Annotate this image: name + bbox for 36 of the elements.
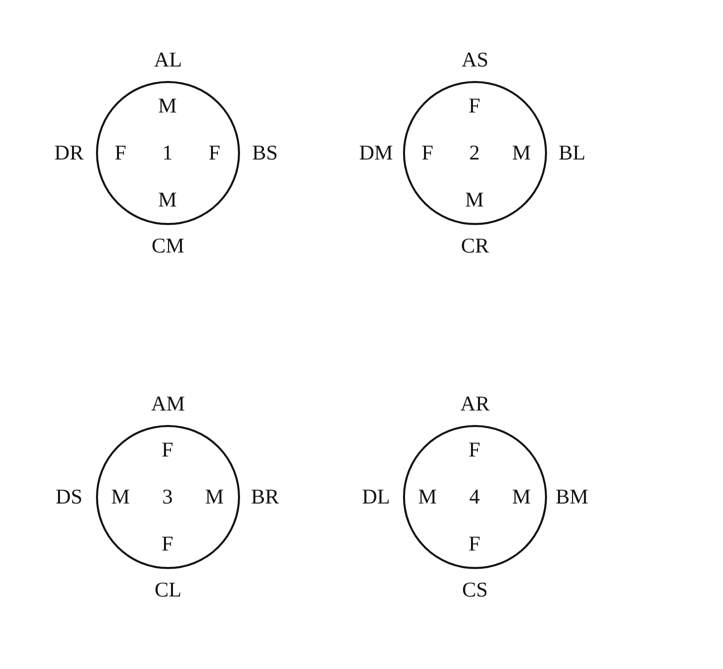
letter-label: M [465, 189, 484, 210]
position-label: DM [359, 142, 393, 164]
position-label: BS [252, 142, 278, 164]
number-label: 1 [162, 142, 173, 163]
number-label: 2 [469, 142, 480, 163]
position-label: AS [462, 50, 488, 70]
letter-label: M [158, 189, 177, 210]
letter-label: M [512, 486, 531, 507]
position-label: CM [152, 236, 184, 256]
number-label: 4 [469, 486, 480, 507]
letter-label: M [512, 142, 531, 163]
position-label: CR [461, 236, 489, 256]
position-label: AR [460, 394, 490, 414]
letter-label: M [205, 486, 224, 507]
position-label: BM [556, 486, 588, 508]
position-label: DR [54, 142, 84, 164]
letter-label: F [468, 95, 480, 116]
position-label: AL [154, 50, 182, 70]
position-label: BL [558, 142, 586, 164]
position-label: CL [154, 580, 182, 600]
letter-label: F [114, 142, 126, 163]
letter-label: F [162, 533, 174, 554]
position-label: CS [462, 580, 488, 600]
letter-label: M [418, 486, 437, 507]
position-label: DL [362, 486, 390, 508]
letter-label: F [208, 142, 220, 163]
letter-label: F [162, 439, 174, 460]
letter-label: M [111, 486, 130, 507]
position-label: BR [251, 486, 279, 508]
letter-label: F [468, 439, 480, 460]
letter-label: F [422, 142, 434, 163]
letter-label: M [158, 95, 177, 116]
letter-label: F [468, 533, 480, 554]
position-label: AM [151, 394, 185, 414]
number-label: 3 [162, 486, 173, 507]
position-label: DS [56, 486, 82, 508]
